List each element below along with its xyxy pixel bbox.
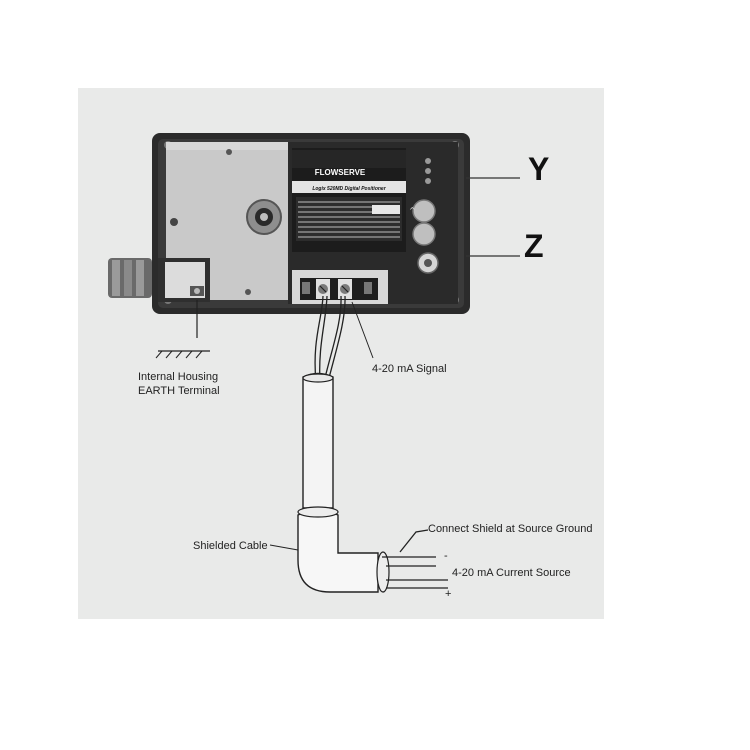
model-label: Logix 520MD Digital Positioner <box>312 186 386 192</box>
brand-logo: FLOWSERVE <box>315 168 366 177</box>
status-led-2 <box>425 168 431 174</box>
shielded-cable <box>297 372 390 593</box>
shielded-cable-label: Shielded Cable <box>193 540 268 552</box>
earth-label-line2: EARTH Terminal <box>138 385 220 397</box>
z-label: Z <box>524 228 544 264</box>
status-led-3 <box>425 178 431 184</box>
signal-label: 4-20 mA Signal <box>372 363 447 375</box>
control-panel: FLOWSERVE Logix 520MD Digital Positioner… <box>288 142 458 304</box>
signal-wires <box>314 295 346 383</box>
chevron-up-icon: ^ <box>409 206 416 215</box>
current-source-label: 4-20 mA Current Source <box>452 567 571 579</box>
up-button <box>412 199 436 223</box>
connect-shield-label: Connect Shield at Source Ground <box>428 523 593 535</box>
earth-label-line1: Internal Housing <box>138 371 218 383</box>
plus-sign: + <box>445 588 451 600</box>
internal-plate <box>158 142 290 302</box>
cable-gland <box>108 258 152 298</box>
settings-table <box>296 197 402 241</box>
shielded-cable-leader <box>269 544 299 551</box>
minus-sign: - <box>444 550 448 562</box>
signal-leader-line <box>351 301 374 359</box>
y-label: Y <box>528 151 549 187</box>
earth-ground-symbol <box>155 300 210 359</box>
down-button <box>412 222 436 246</box>
source-wires <box>382 529 448 589</box>
status-led-1 <box>425 158 431 164</box>
